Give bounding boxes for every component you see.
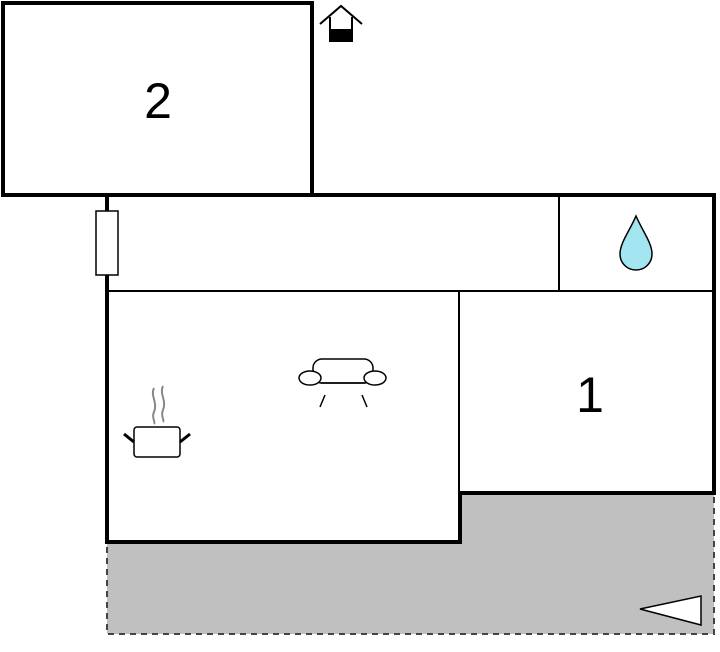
room-1-label: 1 [576,367,604,423]
triangle-pointer-icon [639,595,702,626]
room-2-walls [1,1,314,197]
cooking-pot-icon [123,385,191,458]
house-entrance-icon [319,4,363,42]
room-2-label: 2 [144,73,172,129]
sofa-icon [298,358,387,408]
terrace-area [106,492,715,635]
water-drop-icon [619,214,653,271]
window-icon [95,210,119,276]
